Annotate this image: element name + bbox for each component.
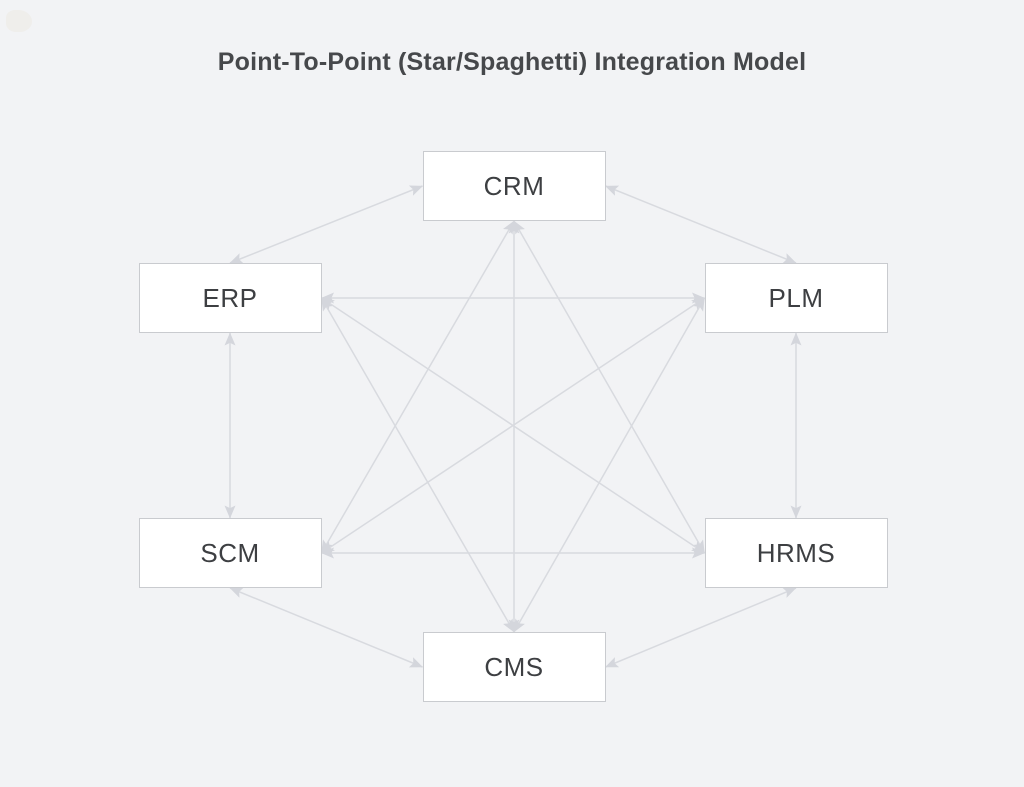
- node-crm-label: CRM: [483, 170, 545, 201]
- node-hrms-label: HRMS: [756, 537, 836, 568]
- node-scm-label: SCM: [200, 537, 260, 568]
- connector-erp-cms: [320, 297, 515, 633]
- node-plm: PLM: [704, 263, 888, 333]
- connector-lines: [224, 185, 802, 668]
- connector-scm-cms: [229, 587, 423, 668]
- node-cms: CMS: [422, 632, 606, 702]
- node-crm: CRM: [422, 151, 606, 221]
- connector-crm-hrms: [513, 220, 706, 554]
- connector-crm-plm: [605, 185, 797, 264]
- corner-smudge: [6, 10, 32, 32]
- node-erp-label: ERP: [202, 282, 258, 313]
- node-cms-label: CMS: [484, 651, 544, 682]
- node-erp: ERP: [138, 263, 322, 333]
- node-scm: SCM: [138, 518, 322, 588]
- connector-crm-scm: [320, 220, 515, 554]
- diagram-title: Point-To-Point (Star/Spaghetti) Integrat…: [217, 48, 807, 76]
- connector-crm-erp: [229, 185, 423, 264]
- node-plm-label: PLM: [768, 282, 824, 313]
- connector-hrms-cms: [605, 587, 797, 668]
- connector-plm-cms: [513, 297, 706, 633]
- node-hrms: HRMS: [704, 518, 888, 588]
